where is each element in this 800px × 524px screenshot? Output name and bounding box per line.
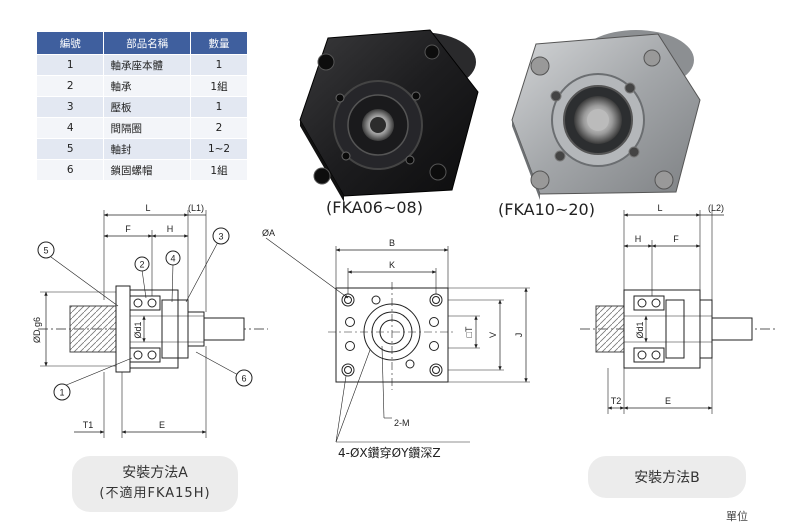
dim-front-b: B: [389, 238, 395, 248]
svg-text:2: 2: [139, 260, 144, 270]
drawing-method-a: [38, 210, 268, 438]
balloon-2: 2: [134, 256, 150, 272]
unit-label: 單位: [726, 510, 748, 523]
part-qty: 1組: [190, 159, 248, 181]
dim-a-f: F: [125, 224, 131, 234]
dim-front-t: □T: [464, 326, 474, 337]
dim-a-t1: T1: [83, 420, 94, 430]
svg-text:5: 5: [43, 246, 48, 256]
part-name: 壓板: [103, 96, 192, 118]
part-qty: 1組: [190, 75, 248, 97]
part-number: 2: [35, 75, 105, 97]
part-name: 間隔圈: [103, 117, 192, 139]
balloon-5: 5: [37, 241, 55, 259]
dim-front-j: J: [514, 333, 524, 338]
svg-text:1: 1: [59, 388, 64, 398]
dim-b-h: H: [635, 234, 642, 244]
dim-b-l: L: [657, 203, 662, 213]
header-number: 編號: [35, 31, 105, 55]
svg-text:4: 4: [170, 254, 175, 264]
part-number: 4: [35, 117, 105, 139]
method-b-label: 安裝方法B: [588, 456, 746, 498]
dim-b-l2: (L2): [708, 203, 724, 213]
dim-a-e: E: [159, 420, 165, 430]
dim-front-k: K: [389, 260, 395, 270]
part-number: 1: [35, 54, 105, 76]
method-a-title: 安裝方法A: [122, 465, 188, 481]
part-qty: 2: [190, 117, 248, 139]
balloon-3: 3: [212, 227, 230, 245]
method-b-title: 安裝方法B: [634, 470, 700, 486]
balloon-4: 4: [165, 250, 181, 266]
method-a-note: (不適用FKA15H): [99, 486, 211, 501]
dim-a-d1: Ød1: [133, 321, 143, 338]
silver-bearing-housing-image: [511, 30, 701, 200]
balloon-1: 1: [53, 383, 71, 401]
part-qty: 1: [190, 96, 248, 118]
dim-a-h: H: [167, 224, 174, 234]
black-bearing-housing-image: [299, 29, 479, 202]
model-caption-black: (FKA06~08): [326, 198, 423, 217]
method-a-label: 安裝方法A (不適用FKA15H): [72, 456, 238, 512]
part-name: 軸封: [103, 138, 192, 160]
dim-front-m: 2-M: [394, 418, 410, 428]
header-quantity: 數量: [190, 31, 248, 55]
svg-text:3: 3: [218, 232, 223, 242]
model-caption-silver: (FKA10~20): [498, 200, 595, 219]
svg-text:6: 6: [241, 374, 246, 384]
dim-b-f: F: [673, 234, 679, 244]
part-qty: 1: [190, 54, 248, 76]
part-qty: 1~2: [190, 138, 248, 160]
dim-front-a: ØA: [262, 228, 275, 238]
dim-a-l1: (L1): [188, 203, 204, 213]
drawing-front-view: [265, 237, 530, 443]
parts-table-header: 編號 部品名稱 數量: [35, 31, 248, 55]
dim-front-v: V: [488, 332, 498, 338]
part-number: 6: [35, 159, 105, 181]
balloon-6: 6: [235, 369, 253, 387]
dim-b-e: E: [665, 396, 671, 406]
part-name: 鎖固螺帽: [103, 159, 192, 181]
drawing-method-b: [580, 210, 778, 414]
dim-b-d1: Ød1: [635, 321, 645, 338]
dim-a-d: ØD g6: [32, 317, 42, 343]
dim-a-l: L: [145, 203, 150, 213]
dim-b-t2: T2: [611, 396, 622, 406]
hole-callout: 4-ØX鑽穿ØY鑽深Z: [338, 445, 441, 460]
